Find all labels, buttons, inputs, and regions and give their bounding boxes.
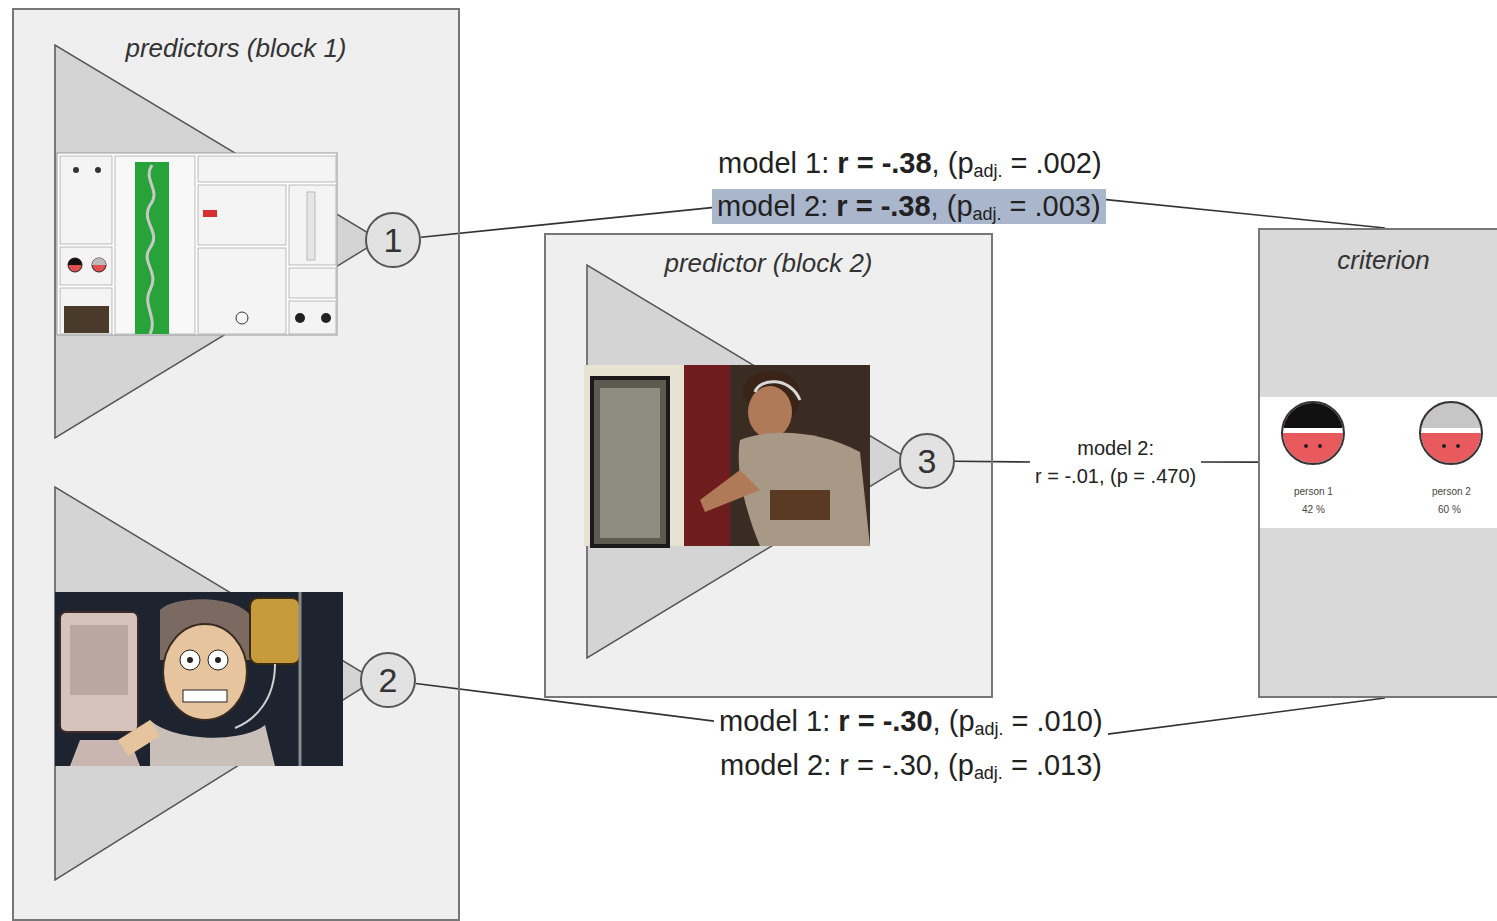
callout-number: 3 <box>918 444 937 478</box>
panel-ground <box>1258 228 1497 698</box>
edge-label: model 1: r = -.30, (padj. = .010) <box>714 704 1108 739</box>
avatar-caption: person 2 <box>1431 486 1472 498</box>
callout-circle: 3 <box>899 433 955 489</box>
label-holder: person 2 <box>1431 486 1472 498</box>
task-screenshot <box>57 153 337 335</box>
label-holder: model 2: r = -.30, (padj. = .013) <box>715 748 1107 783</box>
funnel-triangle <box>587 265 912 658</box>
statistic-label: model 2: r = -.30, (padj. = .013) <box>715 748 1107 783</box>
label-holder: model 1: r = -.30, (padj. = .010) <box>714 704 1108 739</box>
label-holder: model 2: r = -.01, (p = .470) <box>1030 434 1201 490</box>
criterion-avatars <box>1258 397 1497 528</box>
funnel-triangle <box>55 45 380 438</box>
label-holder: model 2: r = -.38, (padj. = .003) <box>712 189 1106 224</box>
avatar-caption: 60 % <box>1437 504 1462 516</box>
label-holder: 60 % <box>1437 504 1462 516</box>
edge-label: model 2: r = -.38, (padj. = .003) <box>712 189 1106 224</box>
panel-title: predictors (block 1) <box>14 32 458 64</box>
callout-circle: 1 <box>365 212 421 268</box>
panel-ground <box>12 8 460 921</box>
callout-number: 1 <box>384 223 403 257</box>
label-holder: person 1 <box>1293 486 1334 498</box>
panel-ground <box>544 233 993 698</box>
callout-number: 2 <box>379 663 398 697</box>
avatar-caption: 42 % <box>1301 504 1326 516</box>
funnel-triangle <box>55 487 375 880</box>
predictor-panel: predictors (block 1) 1 2 <box>12 8 460 921</box>
avatar-caption: person 1 <box>1293 486 1334 498</box>
cartoon-picture <box>55 592 343 766</box>
label-holder: model 1: r = -.38, (padj. = .002) <box>713 146 1107 181</box>
callout-circle: 2 <box>360 652 416 708</box>
statistic-label: model 1: r = -.38, (padj. = .002) <box>713 146 1107 181</box>
edge-label: model 2: r = -.01, (p = .470) <box>1030 434 1201 490</box>
predictor-panel: predictor (block 2) 3 <box>544 233 993 698</box>
gamer-photo <box>584 365 870 546</box>
criterion-panel: criterion <box>1258 228 1497 698</box>
label-holder: 42 % <box>1301 504 1326 516</box>
panel-title: predictor (block 2) <box>546 247 991 279</box>
panel-title: criterion <box>1263 244 1497 276</box>
